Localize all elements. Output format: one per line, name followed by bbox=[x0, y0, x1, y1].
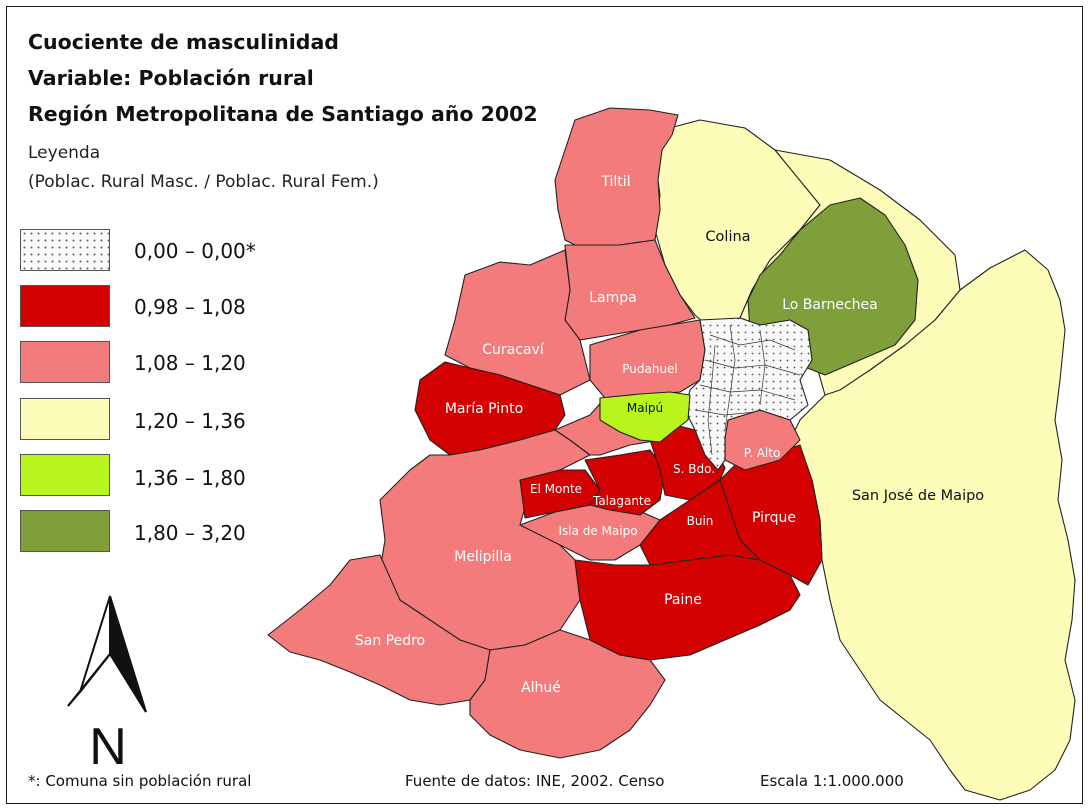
legend-swatch-0 bbox=[20, 229, 110, 271]
legend-swatch-4 bbox=[20, 454, 110, 496]
label-pirque: Pirque bbox=[752, 510, 796, 526]
label-p-alto: P. Alto bbox=[744, 446, 781, 460]
label-s-bdo: S. Bdo. bbox=[673, 462, 715, 476]
legend-label-5: 1,80 – 3,20 bbox=[134, 521, 246, 545]
region-san-jose-de-maipo[interactable] bbox=[789, 249, 1076, 801]
region-alhue[interactable] bbox=[469, 629, 666, 759]
label-maria-pinto: María Pinto bbox=[445, 401, 523, 417]
footer-source: Fuente de datos: INE, 2002. Censo bbox=[405, 772, 665, 790]
map-title-line1: Cuociente de masculinidad bbox=[28, 30, 339, 54]
map-title-line3: Región Metropolitana de Santiago año 200… bbox=[28, 102, 538, 126]
north-arrow-icon: N bbox=[48, 584, 168, 776]
legend-title: Leyenda bbox=[28, 143, 101, 163]
label-san-pedro: San Pedro bbox=[355, 633, 425, 649]
legend-label-1: 0,98 – 1,08 bbox=[134, 295, 246, 319]
footer-scale: Escala 1:1.000.000 bbox=[760, 772, 904, 790]
label-alhue: Alhué bbox=[521, 680, 561, 696]
label-maipu: Maipú bbox=[627, 401, 663, 415]
map-title-line2: Variable: Población rural bbox=[28, 66, 314, 90]
legend-subtitle: (Poblac. Rural Masc. / Poblac. Rural Fem… bbox=[28, 172, 379, 192]
legend-swatch-3 bbox=[20, 398, 110, 440]
legend-label-0: 0,00 – 0,00* bbox=[134, 239, 256, 263]
label-colina: Colina bbox=[705, 229, 750, 245]
region-talagante[interactable] bbox=[584, 449, 666, 516]
legend-swatch-5 bbox=[20, 510, 110, 552]
label-el-monte: El Monte bbox=[530, 482, 582, 496]
label-tiltil: Tiltil bbox=[600, 174, 630, 190]
north-letter: N bbox=[89, 718, 127, 774]
legend-label-3: 1,20 – 1,36 bbox=[134, 409, 246, 433]
label-lampa: Lampa bbox=[589, 290, 636, 306]
legend-swatch-2 bbox=[20, 341, 110, 383]
label-san-jose-de-maipo: San José de Maipo bbox=[852, 488, 984, 504]
footer-note: *: Comuna sin población rural bbox=[28, 772, 252, 790]
label-curacavi: Curacaví bbox=[482, 342, 545, 358]
label-talagante: Talagante bbox=[592, 494, 651, 508]
region-maipu[interactable] bbox=[599, 391, 691, 443]
label-buin: Buin bbox=[687, 514, 714, 528]
legend-label-4: 1,36 – 1,80 bbox=[134, 466, 246, 490]
legend-swatch-1 bbox=[20, 285, 110, 327]
region-maria-pinto[interactable] bbox=[414, 361, 566, 456]
legend-label-2: 1,08 – 1,20 bbox=[134, 351, 246, 375]
label-paine: Paine bbox=[664, 592, 702, 608]
label-melipilla: Melipilla bbox=[454, 549, 512, 565]
region-tiltil[interactable] bbox=[554, 107, 679, 251]
label-lo-barnechea: Lo Barnechea bbox=[782, 297, 878, 313]
label-pudahuel: Pudahuel bbox=[622, 362, 678, 376]
label-isla-de-maipo: Isla de Maipo bbox=[558, 524, 637, 538]
